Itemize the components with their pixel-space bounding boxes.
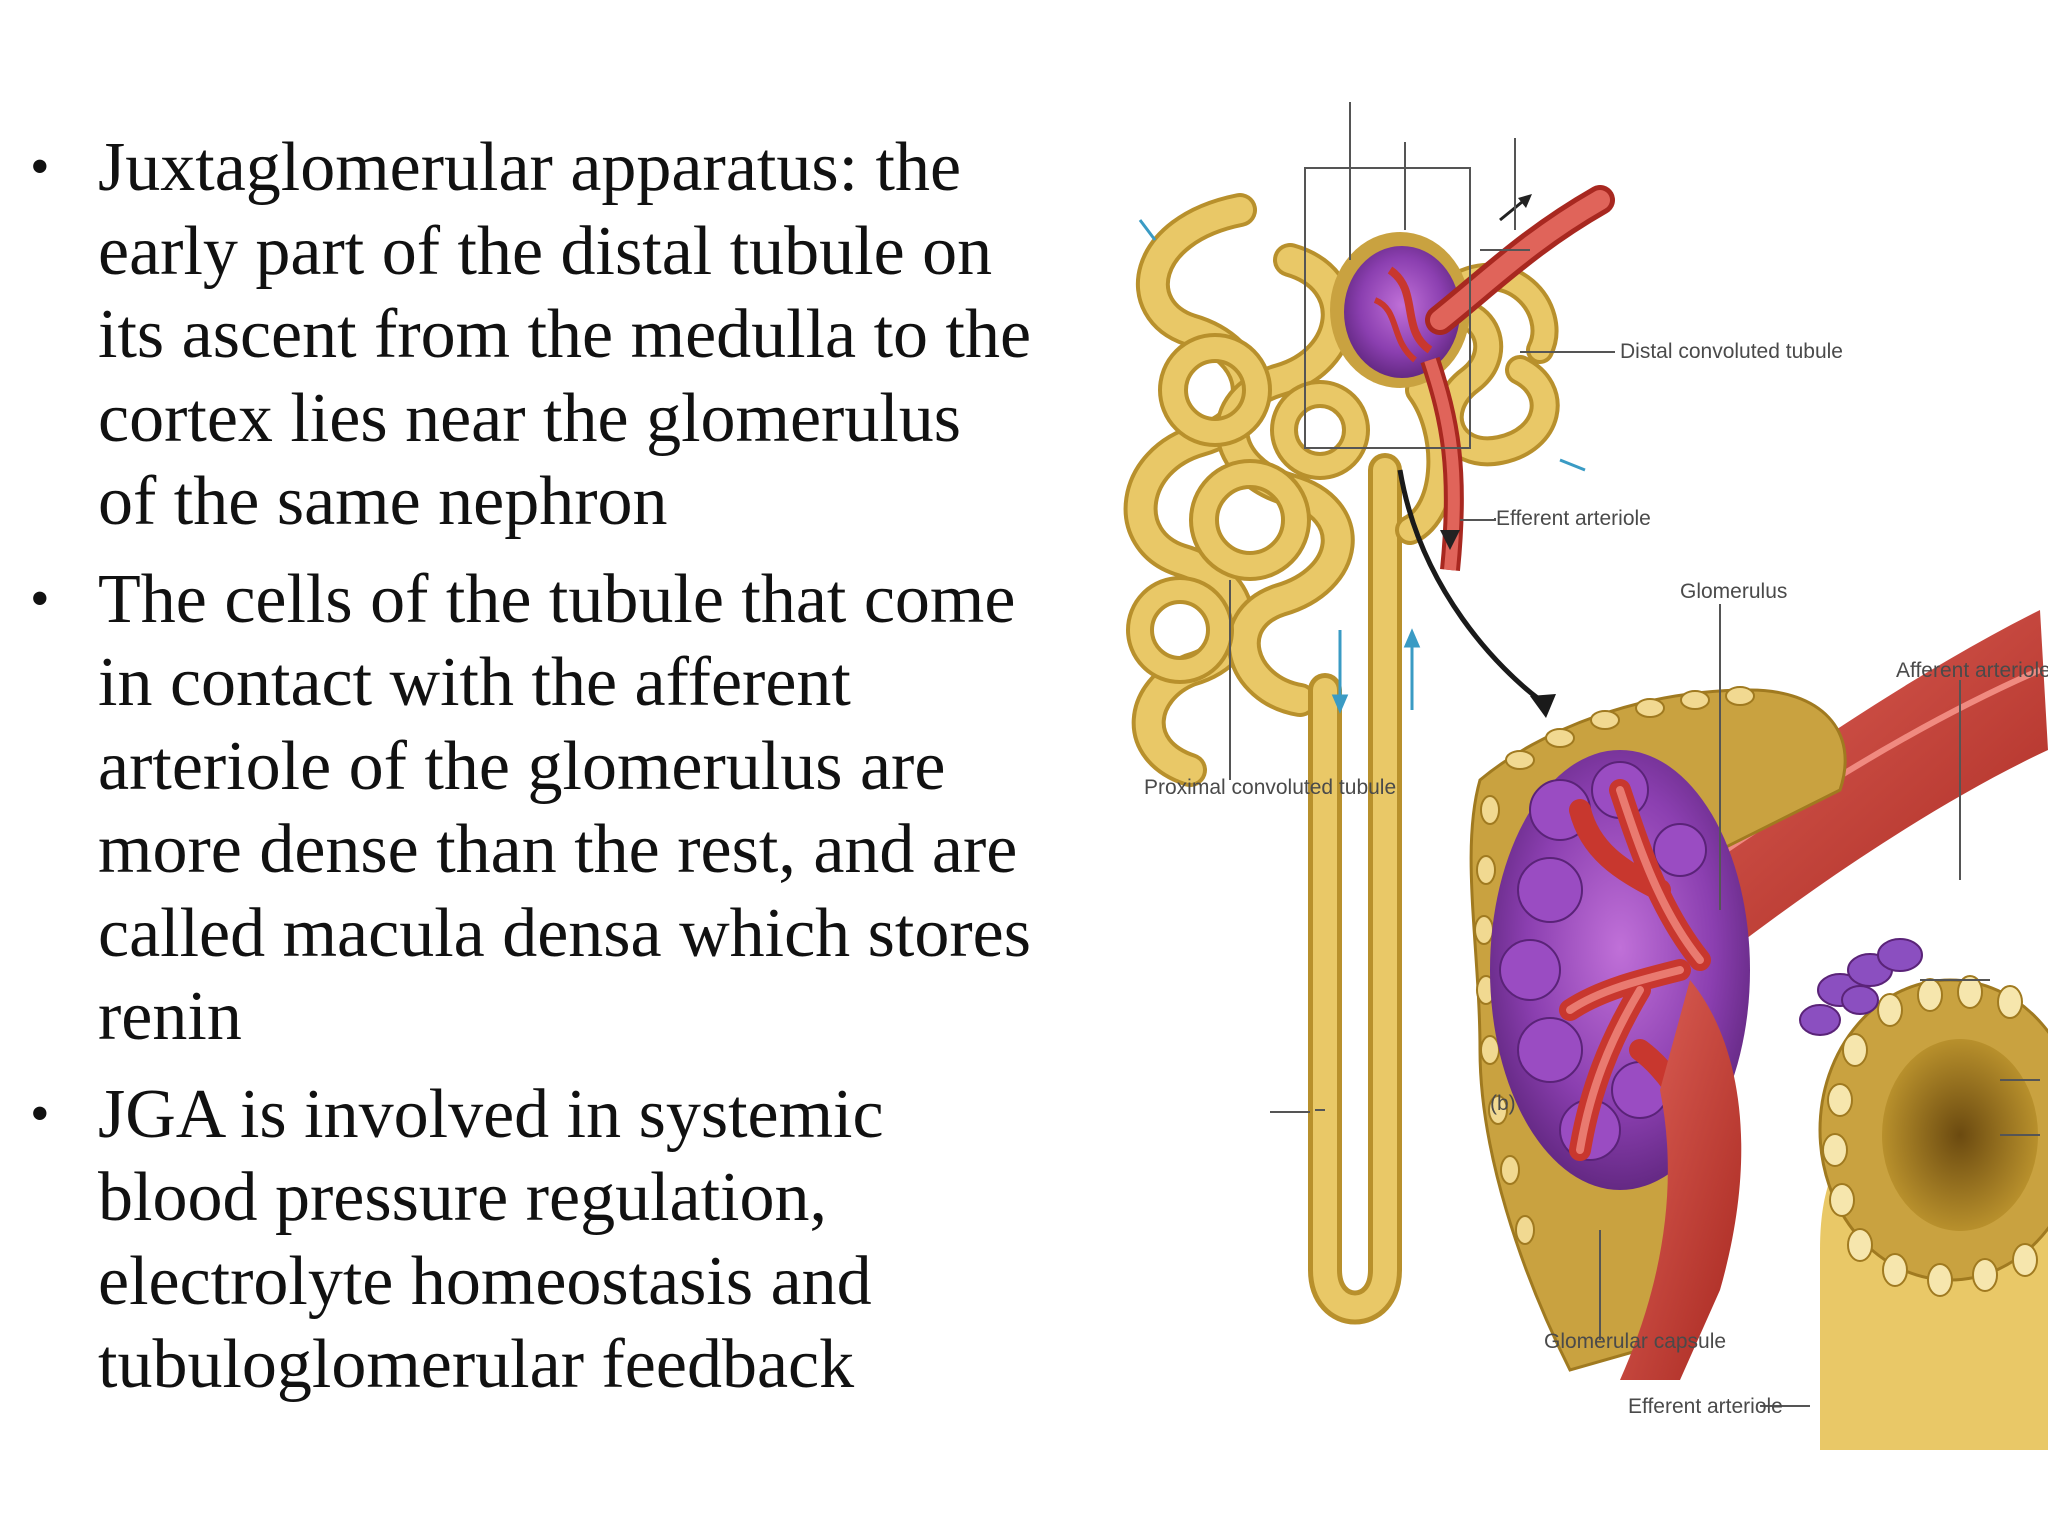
bullet-line: JGA is involved in systemic [98,1075,884,1153]
enlarged-jga-panel [1469,604,2048,1450]
zoom-arrow [1397,469,1542,702]
label-efferent-arteriole-top: Efferent arteriole [1496,507,1651,530]
label-proximal-convoluted-tubule: Proximal convoluted tubule [1144,776,1396,799]
bullet-line: called macula densa which stores [98,894,1031,972]
bullet-list: • Juxtaglomerular apparatus: the early p… [30,126,1130,1421]
callout-box [1304,167,1471,449]
bullet-line: renin [98,978,242,1055]
capsule-cells [1474,686,1755,1245]
bullet-line: electrolyte homeostasis and [98,1242,872,1320]
bullet-line: cortex lies near the glomerulus [98,379,962,457]
bullet-line: of the same nephron [98,463,668,540]
label-efferent-arteriole-bottom: Efferent arteriole [1628,1395,1783,1418]
bullet-line: in contact with the afferent [98,644,851,721]
bullet-line: early part of the distal tubule on [98,212,993,290]
label-afferent-arteriole: Afferent arteriole [1896,659,2048,682]
bullet-dot-icon: • [30,567,50,630]
figure-labels: Distal convoluted tubule Efferent arteri… [1144,340,2048,1418]
glomerulus-small [1330,232,1470,388]
bullet-item: • Juxtaglomerular apparatus: the early p… [30,126,1130,544]
bullet-line: more dense than the rest, and are [98,811,1018,888]
nephron-overview [1123,102,1615,1325]
bullet-item: • JGA is involved in systemic blood pres… [30,1073,1130,1407]
nephron-illustration: Distal convoluted tubule Efferent arteri… [1123,102,2048,1450]
bullet-dot-icon: • [30,136,50,198]
proximal-tubule-coils [1123,193,1560,1325]
bullet-dot-icon: • [30,1082,50,1145]
bullet-line: The cells of the tubule that come [98,560,1016,638]
zoom-arrow-head [1530,694,1556,718]
panel-leader-lines [1599,604,2040,1407]
bullet-line: arteriole of the glomerulus are [98,727,946,805]
flow-arrows [1138,219,1586,714]
bullet-line: Juxtaglomerular apparatus: the [98,129,962,206]
distal-tubule-cross-section [1818,975,2048,1450]
arterioles-small [1420,185,1615,571]
bullet-line: tubuloglomerular feedback [98,1326,855,1403]
label-glomerulus: Glomerulus [1680,580,1787,603]
bullet-line: blood pressure regulation, [98,1159,827,1236]
leader-lines [1229,102,1615,1113]
label-panel-b: (b) [1490,1092,1516,1115]
label-glomerular-capsule: Glomerular capsule [1544,1330,1726,1353]
label-distal-convoluted-tubule: Distal convoluted tubule [1620,340,1843,363]
efferent-arteriole-large [1620,980,1742,1380]
bullet-item: • The cells of the tubule that come in c… [30,558,1130,1059]
juxtaglomerular-cells [1799,938,1923,1036]
bullet-line: its ascent from the medulla to the [98,296,1032,373]
